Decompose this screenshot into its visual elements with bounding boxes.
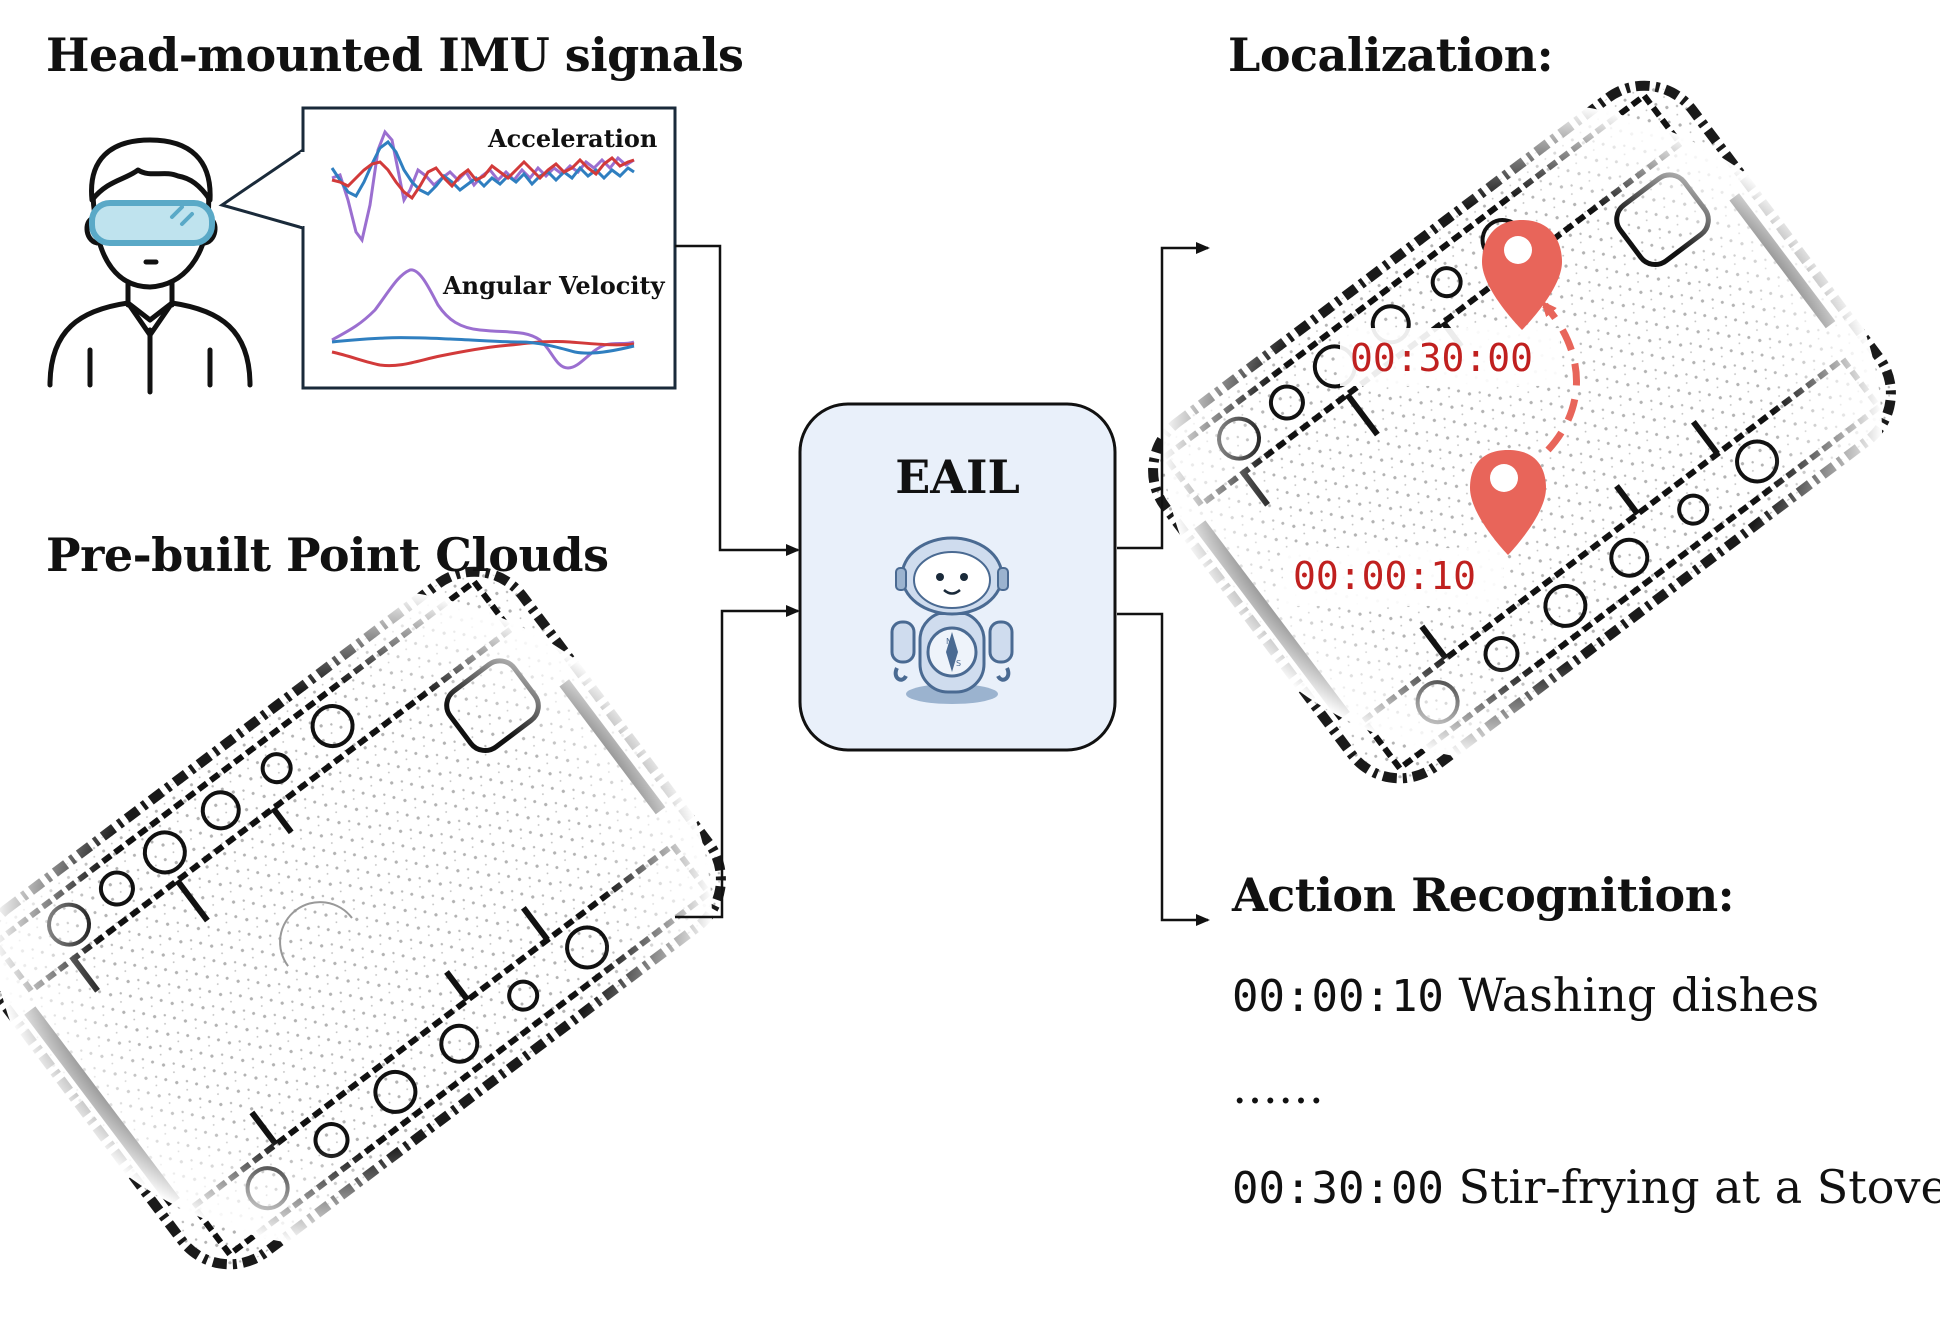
angular-velocity-label: Angular Velocity (443, 271, 665, 300)
imu-to-eail-arrow (675, 244, 800, 556)
angvel-red-series (331, 339, 635, 368)
localization-section-title: Localization: (1228, 28, 1554, 82)
eail-to-action-arrow (1117, 612, 1210, 926)
action-time: 00:30:00 (1232, 1163, 1444, 1214)
trajectory-arrow (1541, 300, 1580, 453)
angvel-blue-series (331, 336, 635, 355)
accel-red-series (331, 156, 635, 201)
eail-to-localization-arrow (1117, 242, 1210, 550)
pointcloud-section-title: Pre-built Point Clouds (46, 528, 609, 582)
angular-velocity-curves (331, 268, 635, 370)
action-entry: 00:00:10 Washing dishes (1232, 968, 1819, 1022)
svg-text:N: N (946, 637, 952, 646)
action-section-title: Action Recognition: (1232, 868, 1735, 922)
eail-model-name: EAIL (895, 450, 1020, 504)
action-label (1444, 968, 1459, 1022)
marker-time-label: 00:30:00 (1350, 336, 1534, 380)
svg-text:S: S (956, 659, 961, 668)
localization-map (1148, 80, 1896, 784)
action-label: Washing dishes (1458, 968, 1820, 1022)
connector-arrows (675, 242, 1210, 926)
location-pin-icon (1470, 450, 1546, 555)
action-label (1444, 1160, 1459, 1214)
person-headset-icon (47, 137, 253, 395)
accel-blue-series (330, 139, 635, 198)
pointcloud-to-eail-arrow (675, 605, 800, 919)
action-time: 00:00:10 (1232, 971, 1444, 1022)
imu-section-title: Head-mounted IMU signals (46, 28, 744, 82)
action-entry: 00:30:00 Stir-frying at a Stove (1232, 1160, 1940, 1214)
point-cloud-map (0, 566, 726, 1270)
robot-compass-icon: N S (890, 536, 1014, 704)
acceleration-curves (330, 129, 635, 244)
location-pin-icon (1482, 220, 1562, 330)
action-ellipsis: …… (1232, 1060, 1324, 1114)
marker-time-label: 00:00:10 (1293, 554, 1477, 598)
acceleration-label: Acceleration (488, 124, 658, 153)
action-label: Stir-frying at a Stove (1458, 1160, 1940, 1214)
